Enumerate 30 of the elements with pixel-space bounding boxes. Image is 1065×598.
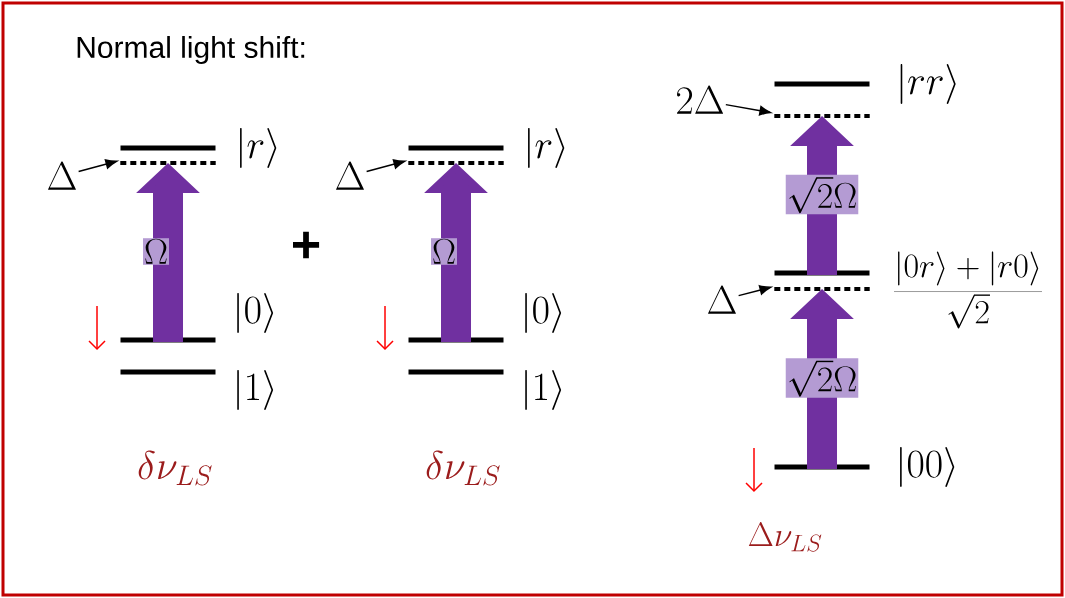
state-label: $|r\rangle$ [240, 128, 277, 168]
edge-label: $\Omega$ [431, 238, 457, 265]
leader-arrow [737, 285, 772, 297]
leader-arrow [725, 103, 772, 116]
shifted-level [120, 161, 216, 165]
detuning-label: $\Delta$ [336, 161, 364, 190]
shift-label: $\delta\nu_{LS}$ [426, 450, 500, 486]
state-label: $\frac{|0r\rangle + |r0\rangle}{\sqrt{2}}$ [894, 251, 1042, 329]
state-label: $|0\rangle$ [525, 293, 562, 333]
state-label: $|1\rangle$ [237, 370, 274, 410]
state-label: $|00\rangle$ [900, 447, 955, 487]
state-label: $|1\rangle$ [525, 370, 562, 410]
edge-label: $\sqrt{2}\Omega$ [785, 358, 859, 398]
plus-sign: + [293, 231, 320, 259]
leader-arrow [365, 159, 406, 173]
state-label: $|0\rangle$ [237, 293, 274, 333]
edge-label: $\sqrt{2}\Omega$ [785, 174, 859, 215]
detuning-label: $\Delta$ [48, 161, 76, 190]
shifted-level [408, 161, 504, 165]
shifted-level [774, 114, 870, 118]
detuning-label: $2\Delta$ [677, 85, 724, 114]
shift-label: $\delta\nu_{LS}$ [138, 450, 212, 486]
shift-label: $\Delta\nu_{LS}$ [748, 522, 822, 552]
title: Normal light shift: [77, 36, 305, 64]
shifted-level [774, 287, 870, 291]
leader-arrow [77, 159, 118, 173]
state-label: $|r\rangle$ [528, 128, 565, 168]
edge-label: $\Omega$ [143, 238, 169, 265]
detuning-label: $\Delta$ [708, 285, 736, 314]
state-label: $|rr\rangle$ [900, 64, 956, 104]
